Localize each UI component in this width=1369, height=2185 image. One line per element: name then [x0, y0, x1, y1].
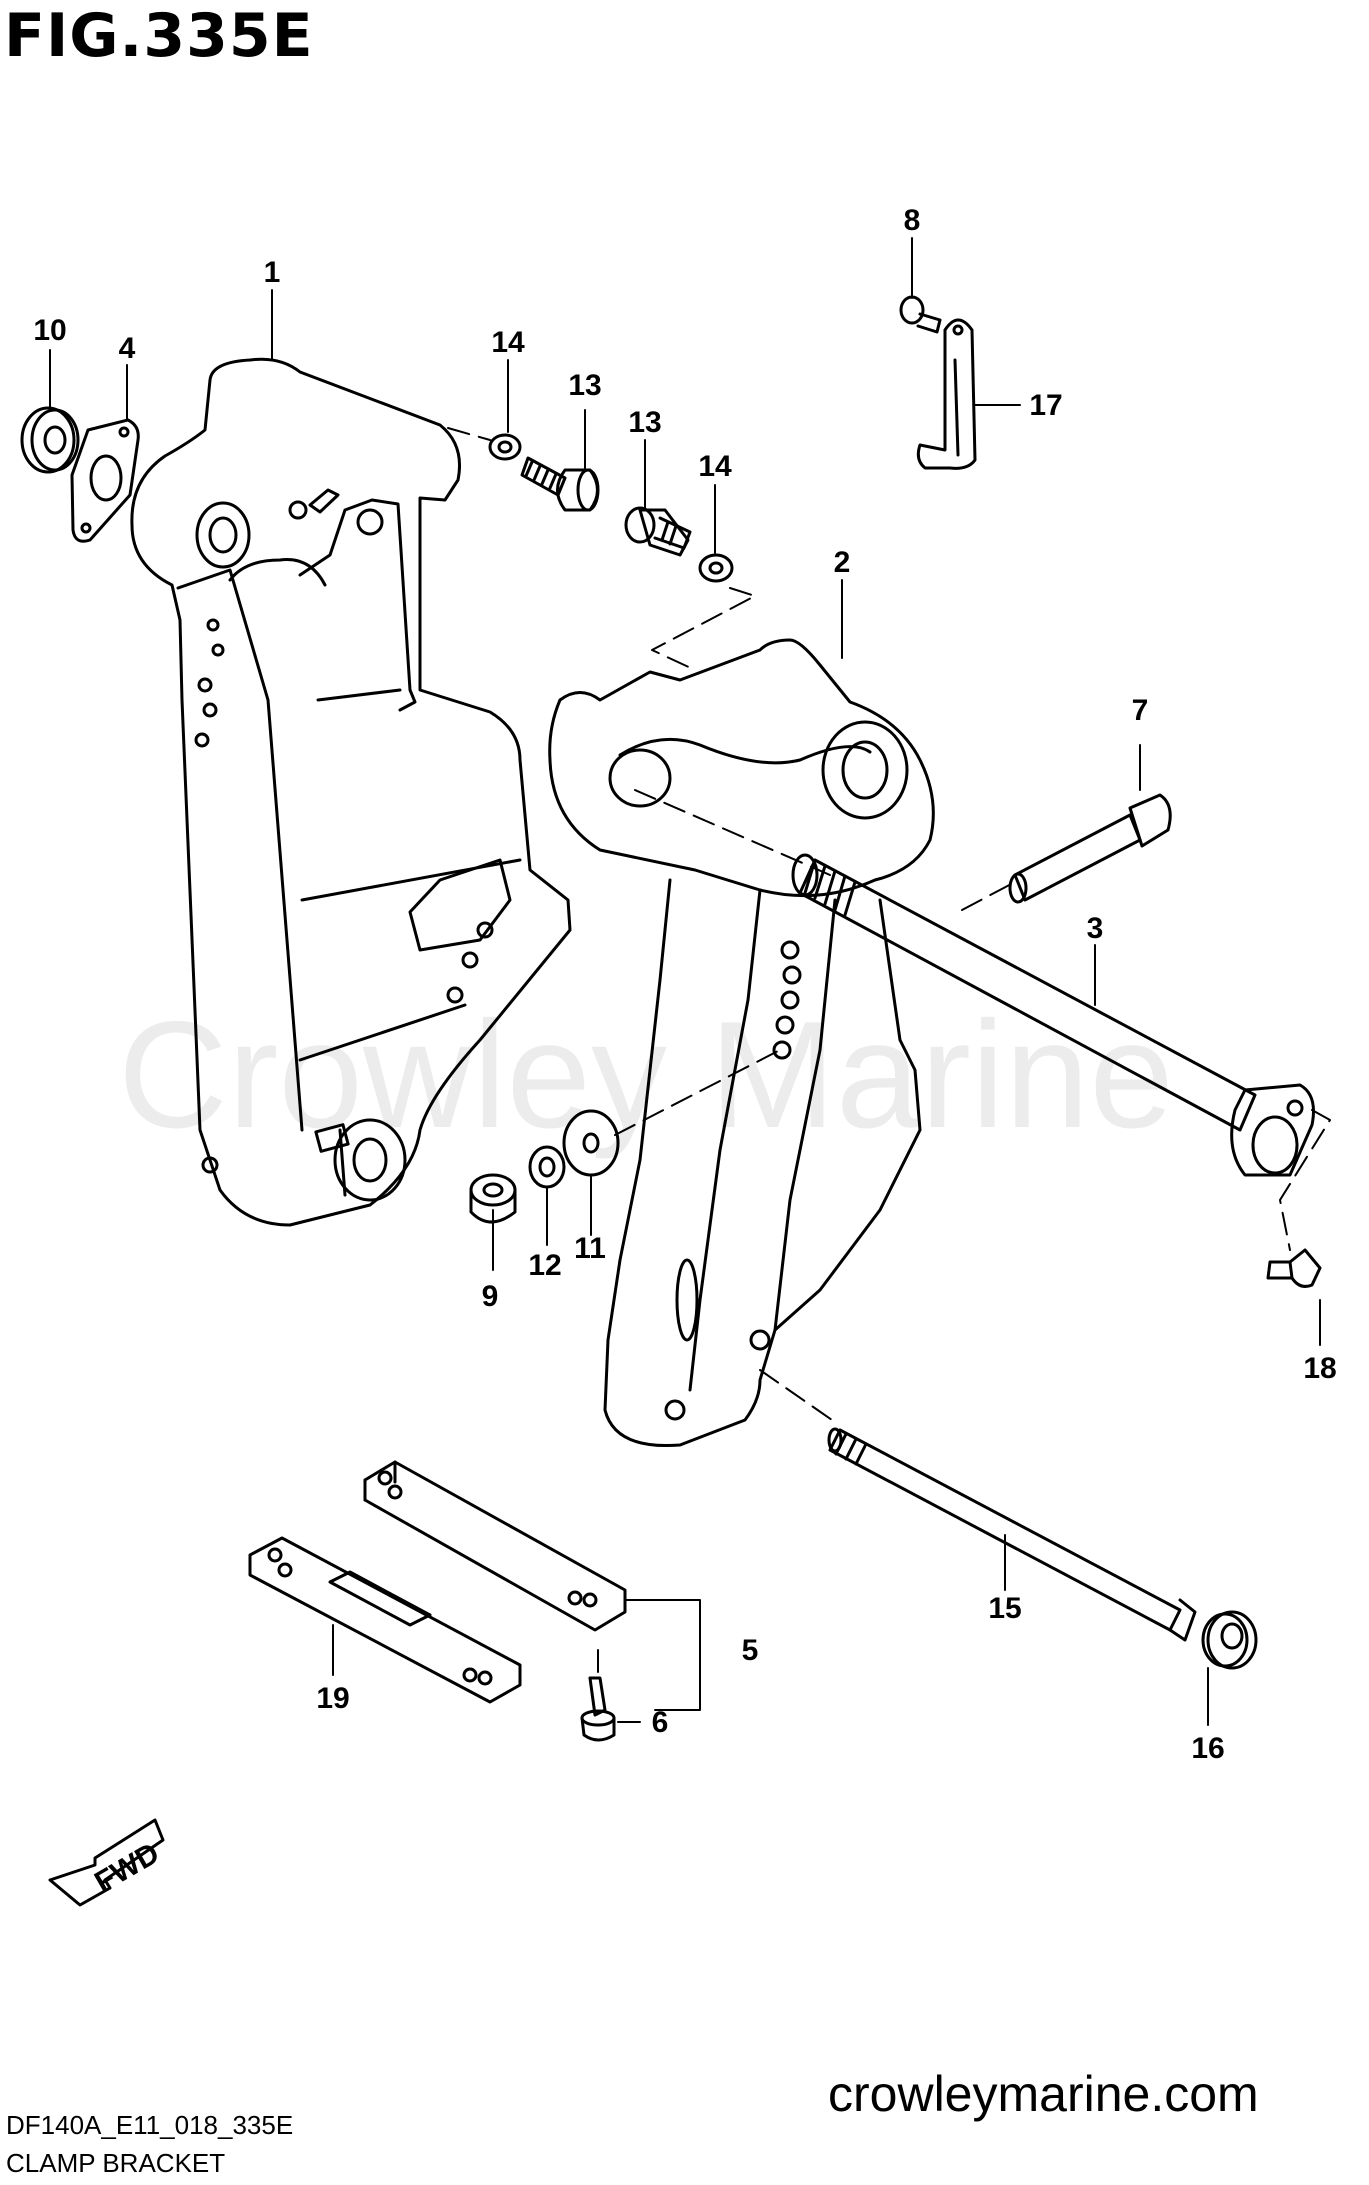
rod-15: [827, 1427, 1197, 1642]
callout-2: 2: [834, 546, 851, 579]
washer-11: [562, 1109, 620, 1177]
washer-12: [528, 1145, 566, 1189]
clamp-bracket-starboard: [548, 638, 935, 1448]
callout-numbers: 1 2 3 4 5 6 7 8 9 10 11 12 13 13 14 14 1…: [33, 204, 1336, 1765]
callout-5: 5: [742, 1634, 759, 1667]
callout-15: 15: [988, 1592, 1021, 1625]
bolt-13-upper: [520, 456, 600, 512]
callout-13b: 13: [628, 406, 661, 439]
nut-16: [1201, 1610, 1258, 1670]
callout-3: 3: [1087, 912, 1104, 945]
nut-10: [20, 406, 80, 474]
callout-18: 18: [1303, 1352, 1336, 1385]
fwd-label: FWD: [89, 1837, 165, 1900]
callout-16: 16: [1191, 1732, 1224, 1765]
diagram-name: CLAMP BRACKET: [6, 2148, 226, 2178]
bolt-6: [580, 1676, 616, 1742]
callout-12: 12: [528, 1249, 561, 1282]
diagram-code: DF140A_E11_018_335E: [6, 2110, 294, 2140]
assembly-guide-lines: [447, 427, 1331, 1421]
callout-19: 19: [316, 1682, 349, 1715]
washer-14-upper: [488, 433, 522, 461]
callout-11: 11: [574, 1232, 606, 1265]
plate-5: [363, 1460, 627, 1632]
callout-6: 6: [652, 1706, 669, 1739]
callout-13a: 13: [568, 369, 601, 402]
bolt-7: [1008, 793, 1172, 904]
bolt-13-lower: [624, 506, 692, 557]
nut-9: [469, 1173, 517, 1224]
callout-1: 1: [264, 256, 281, 289]
bolt-8: [899, 295, 942, 334]
callout-9: 9: [482, 1280, 499, 1313]
tilt-tube-3: [791, 853, 1315, 1177]
figure-title: FIG.335E: [4, 1, 314, 71]
callout-10: 10: [33, 314, 66, 347]
callout-4: 4: [119, 332, 136, 365]
callout-7: 7: [1132, 694, 1149, 727]
callout-14b: 14: [698, 450, 732, 483]
callout-14a: 14: [491, 326, 525, 359]
bolt-18: [1266, 1248, 1322, 1288]
plate-19: [248, 1536, 522, 1704]
fwd-arrow-icon: [48, 1818, 165, 1907]
website-label: crowleymarine.com: [828, 2066, 1259, 2122]
gasket-4: [70, 418, 140, 543]
clip-17: [916, 318, 977, 470]
clamp-bracket-port: [130, 357, 572, 1227]
callout-8: 8: [904, 204, 921, 237]
callout-leaders: [49, 237, 1321, 1726]
callout-17: 17: [1029, 389, 1062, 422]
washer-14-lower: [698, 553, 734, 583]
